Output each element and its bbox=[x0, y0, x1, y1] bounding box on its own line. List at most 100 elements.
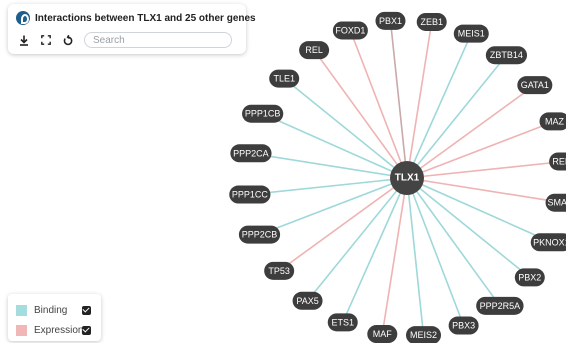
gene-node-label: ZEB1 bbox=[420, 17, 443, 27]
gene-node-shape bbox=[375, 11, 406, 30]
gene-node-rela[interactable]: RELA bbox=[549, 152, 566, 171]
gene-node-zeb1[interactable]: ZEB1 bbox=[416, 12, 447, 31]
edge-ppp1cc bbox=[249, 177, 408, 196]
edge-foxd1 bbox=[349, 30, 408, 179]
gene-node-label: PKNOX1 bbox=[533, 237, 566, 247]
gene-node-pbx1[interactable]: PBX1 bbox=[375, 11, 406, 30]
gene-node-pax5[interactable]: PAX5 bbox=[292, 291, 323, 310]
edge-ppp2ca bbox=[250, 152, 408, 179]
gene-node-label: PBX1 bbox=[379, 16, 402, 26]
reset-icon bbox=[63, 34, 73, 45]
gene-node-shape bbox=[517, 76, 553, 95]
gene-node-maz[interactable]: MAZ bbox=[539, 112, 566, 131]
edge-pbx2 bbox=[406, 177, 531, 279]
edge-pbx3 bbox=[406, 177, 465, 326]
gene-node-shape bbox=[476, 296, 524, 315]
gene-node-label: MEIS2 bbox=[410, 330, 437, 340]
legend-label-expression: Expression bbox=[34, 324, 84, 336]
edge-ets1 bbox=[342, 177, 408, 323]
gene-node-shape bbox=[242, 104, 284, 123]
gene-node-shape bbox=[416, 12, 447, 31]
edge-pax5 bbox=[306, 177, 408, 302]
edge-zbtb14 bbox=[406, 54, 508, 179]
gene-node-tp53[interactable]: TP53 bbox=[264, 261, 295, 280]
edge-tp53 bbox=[278, 177, 408, 272]
gene-node-meis2[interactable]: MEIS2 bbox=[406, 326, 442, 343]
tool-row bbox=[16, 31, 232, 49]
gene-node-tle1[interactable]: TLE1 bbox=[269, 69, 300, 88]
gene-node-meis1[interactable]: MEIS1 bbox=[453, 24, 489, 43]
gene-node-zbtb14[interactable]: ZBTB14 bbox=[485, 46, 528, 65]
expression-checkbox[interactable] bbox=[82, 325, 91, 335]
gene-node-shape bbox=[230, 144, 272, 163]
edge-rela bbox=[406, 160, 565, 179]
reset-button[interactable] bbox=[60, 32, 76, 48]
gene-node-ppp1cc[interactable]: PPP1CC bbox=[229, 185, 271, 204]
gene-node-shape bbox=[332, 21, 368, 40]
legend-label-binding: Binding bbox=[34, 304, 68, 316]
gene-node-label: MEIS1 bbox=[458, 29, 485, 39]
gene-node-shape bbox=[327, 313, 358, 332]
hub-node-label: TLX1 bbox=[395, 173, 420, 184]
download-button[interactable] bbox=[16, 32, 32, 48]
gene-node-label: ETS1 bbox=[331, 317, 354, 327]
edge-zeb1 bbox=[406, 21, 433, 179]
gene-node-shape bbox=[299, 41, 330, 60]
gene-node-label: GATA1 bbox=[521, 80, 549, 90]
edge-smad3 bbox=[406, 177, 564, 204]
gene-node-ppp2r5a[interactable]: PPP2R5A bbox=[476, 296, 524, 315]
edge-ppp2cb bbox=[259, 177, 408, 236]
edge-meis2 bbox=[406, 177, 425, 336]
legend-item-expression[interactable]: Expression bbox=[16, 323, 91, 337]
gene-node-label: REL bbox=[305, 45, 323, 55]
gene-node-smad3[interactable]: SMAD3 bbox=[545, 193, 566, 212]
binding-checkbox[interactable] bbox=[82, 305, 91, 315]
gene-node-label: MAF bbox=[373, 329, 393, 339]
gene-node-shape bbox=[292, 291, 323, 310]
network-title: Interactions between TLX1 and 25 other g… bbox=[35, 12, 256, 24]
binding-swatch bbox=[16, 304, 27, 316]
gene-node-label: TLE1 bbox=[273, 74, 295, 84]
edge-maf bbox=[381, 177, 408, 335]
gene-node-label: RELA bbox=[552, 156, 566, 166]
download-icon bbox=[20, 35, 28, 46]
fit-view-button[interactable] bbox=[38, 32, 54, 48]
edge-rel bbox=[313, 49, 408, 179]
edge-legend: Binding Expression bbox=[8, 294, 101, 341]
gene-node-pbx3[interactable]: PBX3 bbox=[448, 316, 479, 335]
gene-node-label: PPP2CA bbox=[233, 148, 269, 158]
gene-node-maf[interactable]: MAF bbox=[367, 325, 398, 343]
gene-node-gata1[interactable]: GATA1 bbox=[517, 76, 553, 95]
gene-node-ets1[interactable]: ETS1 bbox=[327, 313, 358, 332]
gene-node-label: PPP1CC bbox=[232, 190, 269, 200]
gene-node-label: PPP2R5A bbox=[480, 301, 521, 311]
network-edges bbox=[249, 20, 565, 336]
hub-node-tlx1[interactable]: TLX1 bbox=[390, 161, 424, 195]
gene-node-shape bbox=[264, 261, 295, 280]
gene-node-shape bbox=[229, 185, 271, 204]
edge-meis1 bbox=[406, 33, 472, 179]
gene-node-pbx2[interactable]: PBX2 bbox=[514, 268, 545, 287]
gene-node-foxd1[interactable]: FOXD1 bbox=[332, 21, 368, 40]
edge-pknox1 bbox=[406, 177, 552, 243]
gene-node-shape bbox=[453, 24, 489, 43]
gene-node-shape bbox=[269, 69, 300, 88]
gene-node-label: MAZ bbox=[545, 116, 565, 126]
expression-swatch bbox=[16, 324, 27, 336]
edge-gata1 bbox=[406, 84, 536, 179]
gene-node-shape bbox=[485, 46, 528, 65]
title-row: Interactions between TLX1 and 25 other g… bbox=[16, 10, 256, 26]
gene-node-ppp2cb[interactable]: PPP2CB bbox=[238, 225, 281, 244]
gene-node-label: ZBTB14 bbox=[490, 50, 523, 60]
gene-node-label: PBX2 bbox=[518, 272, 541, 282]
gene-node-shape bbox=[530, 233, 566, 252]
gene-node-shape bbox=[549, 152, 566, 171]
gene-node-pknox1[interactable]: PKNOX1 bbox=[530, 233, 566, 252]
search-input[interactable] bbox=[84, 32, 232, 48]
legend-item-binding[interactable]: Binding bbox=[16, 303, 91, 317]
network-toolbar: Interactions between TLX1 and 25 other g… bbox=[8, 4, 256, 54]
gene-node-ppp2ca[interactable]: PPP2CA bbox=[230, 144, 272, 163]
gene-node-rel[interactable]: REL bbox=[299, 41, 330, 60]
gene-node-ppp1cb[interactable]: PPP1CB bbox=[242, 104, 284, 123]
